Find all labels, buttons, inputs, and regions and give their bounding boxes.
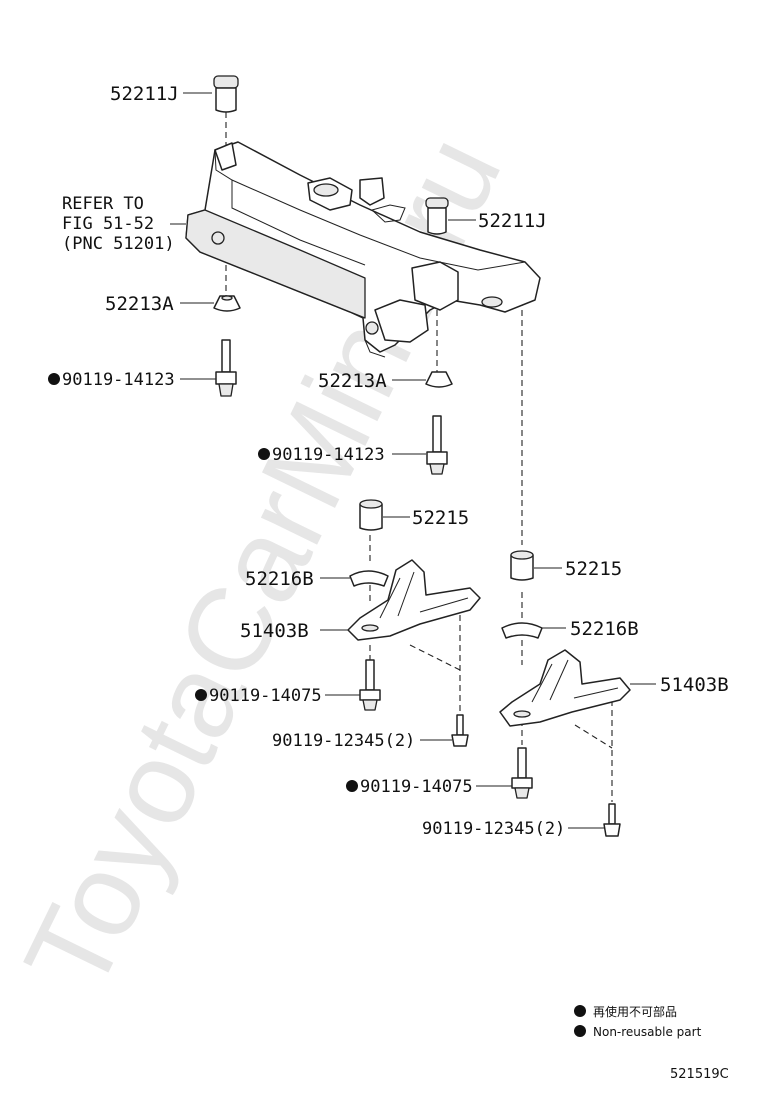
- legend: 再使用不可部品 Non-reusable part: [574, 1004, 702, 1039]
- label-90119-14123-left: 90119-14123: [62, 370, 175, 390]
- stopper-52213a-left: [213, 295, 241, 312]
- reference-note-line1: REFER TO: [62, 194, 144, 214]
- label-90119-12345-right: 90119-12345(2): [422, 819, 565, 839]
- reference-note-line3: (PNC 51201): [62, 234, 175, 254]
- legend-dot-ja: [574, 1005, 586, 1017]
- non-reusable-dot: [48, 373, 60, 385]
- non-reusable-dot: [346, 780, 358, 792]
- legend-english: Non-reusable part: [593, 1025, 702, 1039]
- label-90119-14123-right: 90119-14123: [272, 445, 385, 465]
- bolt-90119-14123-left: [215, 339, 237, 397]
- bolt-90119-14075-left: [359, 659, 381, 711]
- label-52211j-right: 52211J: [478, 210, 547, 232]
- label-52213a-right: 52213A: [318, 370, 387, 392]
- label-51403b-right: 51403B: [660, 674, 729, 696]
- retainer-52216b-right: [501, 622, 543, 639]
- brace-51403b-right: [499, 649, 631, 727]
- bolt-90119-14075-right: [511, 747, 533, 799]
- reference-note-line2: FIG 51-52: [62, 214, 154, 234]
- bushing-52211j-left: [213, 75, 239, 113]
- label-52216b-left: 52216B: [245, 568, 314, 590]
- non-reusable-dot: [195, 689, 207, 701]
- diagram-code: 521519C: [670, 1067, 729, 1082]
- retainer-52216b-left: [349, 570, 389, 587]
- label-90119-14075-left: 90119-14075: [209, 686, 322, 706]
- label-90119-14075-right: 90119-14075: [360, 777, 473, 797]
- bolt-90119-14123-right: [426, 415, 448, 475]
- legend-japanese: 再使用不可部品: [593, 1004, 677, 1019]
- bushing-52215-right: [510, 550, 534, 581]
- label-52215-right: 52215: [565, 558, 622, 580]
- crossmember: [185, 141, 541, 358]
- non-reusable-dot: [258, 448, 270, 460]
- label-51403b-left: 51403B: [240, 620, 309, 642]
- alignment-lines: [225, 112, 613, 802]
- stopper-52213a-right: [425, 371, 453, 388]
- brace-51403b-left: [347, 559, 481, 641]
- leader-lines: [170, 92, 656, 829]
- screw-90119-12345-left: [451, 714, 469, 747]
- legend-dot-en: [574, 1025, 586, 1037]
- bushing-52215-left: [359, 499, 383, 531]
- label-52213a-left: 52213A: [105, 293, 174, 315]
- label-52216b-right: 52216B: [570, 618, 639, 640]
- label-52211j-left: 52211J: [110, 83, 179, 105]
- screw-90119-12345-right: [603, 803, 621, 837]
- label-90119-12345-left: 90119-12345(2): [272, 731, 415, 751]
- bushing-52211j-right: [425, 197, 449, 235]
- non-reusable-markers: [48, 373, 358, 792]
- label-52215-left: 52215: [412, 507, 469, 529]
